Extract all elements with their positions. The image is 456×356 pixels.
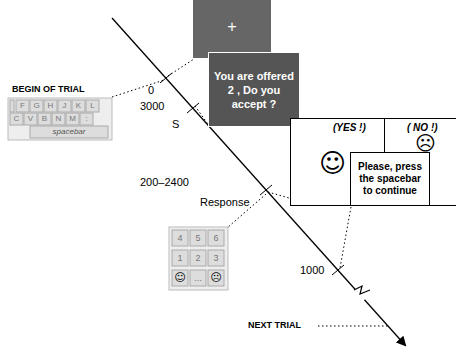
frown-face: ☹ xyxy=(415,133,436,153)
response-label: Response xyxy=(200,196,250,209)
key-label: M xyxy=(66,113,79,125)
key-label: C xyxy=(10,113,23,125)
tick xyxy=(332,265,344,275)
tick xyxy=(260,185,272,195)
time-label: 3000 xyxy=(140,100,164,113)
keypad-label: ☹ xyxy=(208,270,224,286)
offer-screen: You are offered 2 , Do you accept ? xyxy=(208,52,300,127)
key-label: L xyxy=(86,100,99,112)
continue-text: Please, press the spacebar to continue xyxy=(351,161,429,197)
continue-screen: Please, press the spacebar to continue xyxy=(350,152,430,206)
spacebar-label: spacebar xyxy=(30,126,108,138)
keypad-label: 1 xyxy=(172,250,188,266)
key-label: : xyxy=(80,113,93,125)
leader-lines xyxy=(112,59,388,326)
keyboard-illustration xyxy=(8,98,112,140)
tick xyxy=(160,73,172,83)
key-label: B xyxy=(38,113,51,125)
time-label: 0 xyxy=(148,84,154,97)
time-label: 1000 xyxy=(300,264,324,277)
key-label: F xyxy=(16,100,29,112)
keypad-label: ... xyxy=(190,270,206,286)
keypad-label: 6 xyxy=(208,230,224,246)
keypad-label: 4 xyxy=(172,230,188,246)
key-label: G xyxy=(30,100,43,112)
axis-break xyxy=(354,286,370,294)
smiley-face: ☺ xyxy=(319,149,346,177)
keypad-label: 3 xyxy=(208,250,224,266)
time-label: 200–2400 xyxy=(140,176,189,189)
keypad-label: 2 xyxy=(190,250,206,266)
trial-start-label: BEGIN OF TRIAL xyxy=(12,84,85,95)
keypad-illustration xyxy=(169,227,228,290)
keypad-label: 5 xyxy=(190,230,206,246)
trial-end-label: NEXT TRIAL xyxy=(248,320,301,331)
keypad-label: ☺ xyxy=(172,270,188,286)
key-label: N xyxy=(52,113,65,125)
key-label: J xyxy=(58,100,71,112)
stimulus-label: S xyxy=(172,118,179,131)
offer-text: You are offered 2 , Do you accept ? xyxy=(209,69,299,111)
tick xyxy=(187,103,199,113)
key-label: H xyxy=(44,100,57,112)
fixation-screen: + xyxy=(193,0,271,58)
key-label: V xyxy=(24,113,37,125)
fixation-cross: + xyxy=(193,0,271,35)
yes-label: (YES !) xyxy=(333,122,366,134)
key-label: K xyxy=(72,100,85,112)
